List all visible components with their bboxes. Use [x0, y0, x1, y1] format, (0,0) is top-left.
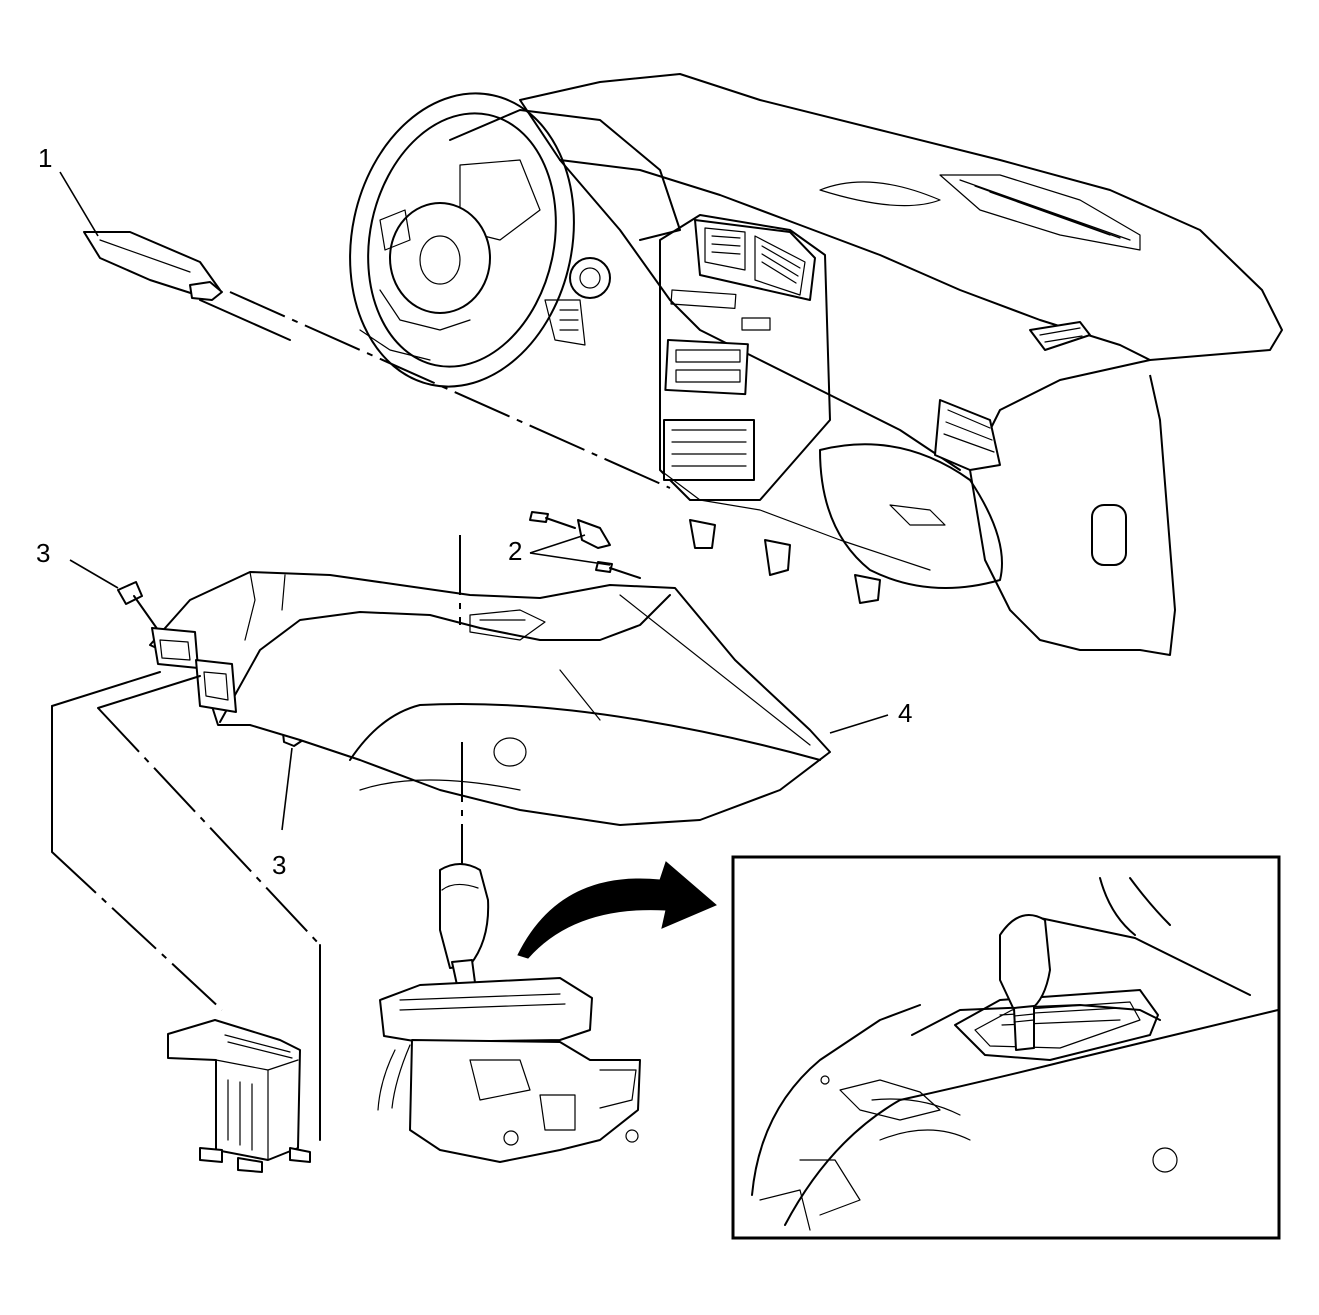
console-bracket [167, 1019, 311, 1173]
callout-leaders [59, 171, 889, 831]
bracket-guide-lines [51, 671, 321, 1141]
console-screws [529, 511, 641, 579]
callout-2: 2 [508, 536, 522, 566]
instrument-panel [349, 73, 1283, 656]
detail-arrow [517, 861, 717, 959]
callout-3-upper: 3 [36, 538, 50, 568]
trim-alignment-line [229, 291, 671, 489]
callout-4: 4 [898, 698, 912, 728]
instrument-panel-end-trim [83, 231, 291, 341]
floor-console [149, 571, 831, 826]
callout-3-lower: 3 [272, 850, 286, 880]
callout-1: 1 [38, 143, 52, 173]
detail-inset [731, 855, 1281, 1240]
shift-control [377, 863, 641, 1163]
